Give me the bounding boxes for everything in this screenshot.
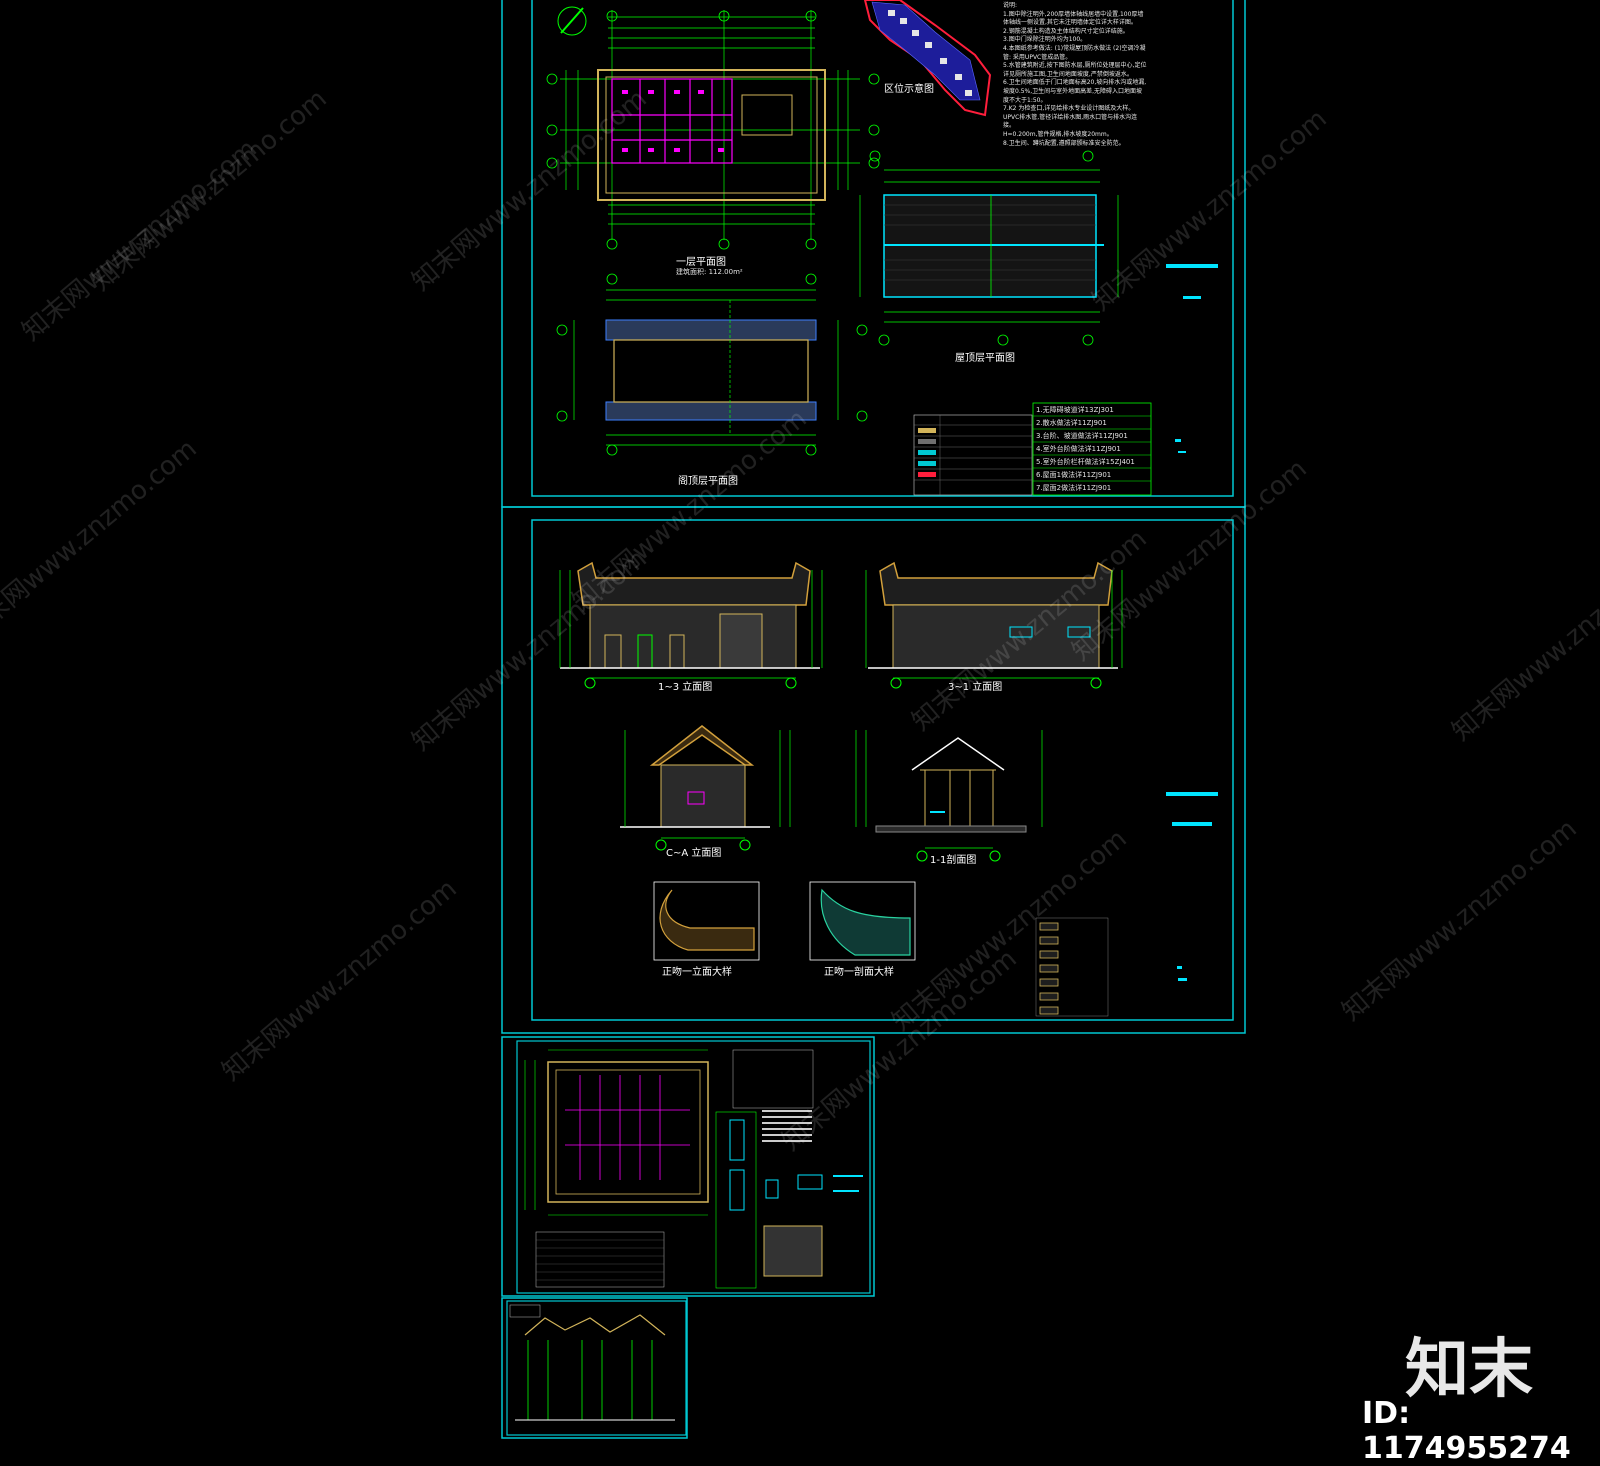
sheet2-outer-border — [501, 506, 1246, 1034]
grid-axis-bubble — [556, 410, 568, 422]
elevation-c-a-title: C~A 立面图 — [666, 848, 722, 859]
legend-ref-item: 6.屋面1做法详11ZJ901 — [1036, 471, 1112, 479]
sheet3-outer-border — [501, 1036, 875, 1297]
grid-axis-bubble — [989, 850, 1001, 862]
grid-axis-bubble — [805, 273, 817, 285]
legend-ref-item: 3.台阶、坡道做法详11ZJ901 — [1036, 432, 1128, 440]
section-1-1-title: 1-1剖面图 — [930, 855, 977, 866]
location-map-title: 区位示意图 — [884, 84, 934, 95]
legend-ref-item: 4.室外台阶做法详11ZJ901 — [1036, 445, 1121, 453]
ridge-section-detail-title: 正吻一剖面大样 — [824, 967, 894, 978]
grid-axis-bubble — [869, 150, 881, 162]
grid-axis-bubble — [606, 444, 618, 456]
materials-table — [1035, 792, 1218, 1017]
grid-axis-bubble — [1082, 150, 1094, 162]
sheet4-inner-border — [506, 1300, 687, 1436]
grid-axis-bubble — [546, 157, 558, 169]
grid-axis-bubble — [856, 410, 868, 422]
legend-ref-item: 7.屋面2做法详11ZJ901 — [1036, 484, 1112, 492]
north-arrow-icon — [557, 6, 587, 36]
grid-axis-bubble — [916, 850, 928, 862]
grid-axis-bubble — [868, 124, 880, 136]
grid-axis-bubble — [606, 10, 618, 22]
legend-tables — [913, 402, 1186, 496]
ground-floor-plan-title: 一层平面图 — [676, 257, 726, 268]
grid-axis-bubble — [1082, 334, 1094, 346]
grid-axis-bubble — [739, 839, 751, 851]
attic-plan-title: 阁顶层平面图 — [678, 476, 738, 487]
elevation-c-a — [620, 725, 791, 851]
grid-axis-bubble — [546, 124, 558, 136]
grid-axis-bubble — [785, 677, 797, 689]
grid-axis-bubble — [1090, 677, 1102, 689]
asset-id-label: ID: 1174955274 — [1362, 1396, 1571, 1466]
grid-axis-bubble — [546, 73, 558, 85]
grid-axis-bubble — [878, 334, 890, 346]
section-1-1 — [855, 730, 1043, 862]
sheet4-outer-border — [501, 1297, 688, 1439]
grid-axis-bubble — [805, 238, 817, 250]
elevation-3-1 — [865, 561, 1123, 689]
grid-axis-bubble — [856, 324, 868, 336]
sheet1-inner-border — [531, 0, 1234, 497]
grid-axis-bubble — [997, 334, 1009, 346]
ridge-ornament-details — [653, 881, 916, 961]
sheet2-inner-border — [531, 519, 1234, 1021]
elevation-1-3 — [559, 561, 823, 689]
legend-ref-item: 2.散水做法详11ZJ901 — [1036, 419, 1107, 427]
legend-ref-item: 1.无障碍坡道详13ZJ301 — [1036, 406, 1114, 414]
grid-axis-bubble — [606, 273, 618, 285]
grid-axis-bubble — [655, 839, 667, 851]
ground-floor-plan-area: 建筑面积: 112.00m² — [676, 268, 743, 276]
grid-axis-bubble — [868, 157, 880, 169]
grid-axis-bubble — [584, 677, 596, 689]
grid-axis-bubble — [718, 238, 730, 250]
grid-axis-bubble — [556, 324, 568, 336]
elevation-1-3-title: 1~3 立面图 — [658, 682, 713, 693]
grid-axis-bubble — [805, 10, 817, 22]
location-map — [863, 0, 992, 117]
grid-axis-bubble — [718, 10, 730, 22]
attic-plan — [556, 273, 868, 456]
elevation-3-1-title: 3~1 立面图 — [948, 682, 1003, 693]
brand-logo: 知末 — [1405, 1333, 1533, 1407]
ground-floor-plan — [546, 6, 880, 250]
grid-axis-bubble — [606, 238, 618, 250]
grid-axis-bubble — [805, 444, 817, 456]
roof-plan-title: 屋顶层平面图 — [955, 353, 1015, 364]
sheet4-details — [509, 1304, 675, 1421]
design-notes: 说明: 1.图中除注明外,200厚墙体轴线居墙中设置,100厚墙体轴线一侧设置,… — [1003, 2, 1147, 147]
sheet3-plan — [524, 1049, 863, 1289]
ridge-elevation-detail-title: 正吻一立面大样 — [662, 967, 732, 978]
grid-axis-bubble — [868, 73, 880, 85]
grid-axis-bubble — [890, 677, 902, 689]
roof-plan — [859, 150, 1218, 346]
sheet-outlines — [501, 0, 1246, 1439]
sheet3-inner-border — [516, 1040, 871, 1294]
legend-ref-item: 5.室外台阶栏杆做法详15ZJ401 — [1036, 458, 1135, 466]
